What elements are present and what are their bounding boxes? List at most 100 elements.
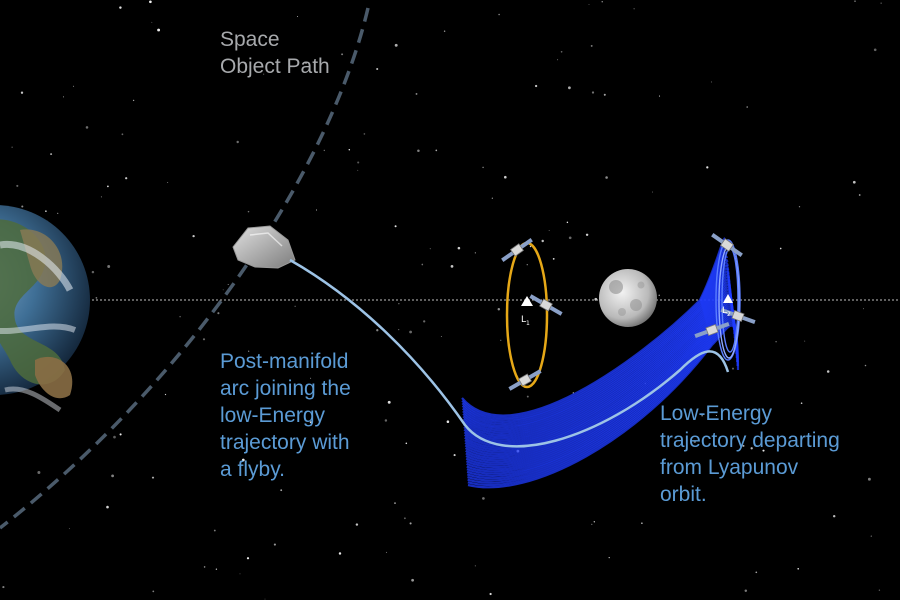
star [797, 567, 800, 570]
star [394, 502, 396, 504]
star [363, 133, 366, 135]
star [474, 252, 476, 254]
star [585, 233, 589, 237]
star [213, 529, 216, 532]
star [21, 205, 24, 208]
star [755, 571, 758, 574]
star [20, 91, 24, 94]
post-manifold-arc [289, 258, 730, 448]
star [870, 535, 872, 537]
satellite-icon [694, 321, 730, 339]
star [68, 528, 70, 530]
star [192, 234, 195, 238]
star [348, 149, 351, 151]
manifold-trajectory-line [463, 276, 731, 442]
manifold-trajectory-line [462, 255, 729, 428]
satellite-icon [711, 233, 743, 257]
star [880, 2, 882, 4]
star [762, 449, 765, 452]
star [294, 305, 296, 307]
star [404, 517, 406, 520]
star [557, 59, 559, 61]
star [248, 350, 250, 352]
label-line: Space [220, 28, 280, 51]
label-line: Low-Energy [660, 402, 773, 425]
star [37, 471, 41, 474]
star [121, 133, 124, 136]
star [800, 402, 803, 404]
manifold-trajectory-line [465, 303, 736, 466]
star [651, 191, 653, 193]
star [125, 177, 128, 180]
star [633, 8, 635, 10]
star [863, 308, 864, 310]
star [798, 206, 801, 208]
star [355, 523, 359, 526]
space-object-path-label: Space Object Path [220, 26, 330, 80]
label-line: from Lyapunov [660, 456, 799, 479]
star [591, 523, 593, 526]
star [482, 166, 484, 169]
star [568, 236, 572, 240]
star [57, 212, 59, 215]
star [357, 169, 359, 171]
label-line: a flyby. [220, 458, 285, 481]
manifold-trajectory-line [467, 318, 738, 482]
star [323, 149, 325, 152]
star [273, 543, 276, 546]
star [593, 521, 595, 523]
star [304, 61, 308, 65]
star [72, 85, 75, 87]
satellite-icon [508, 369, 542, 391]
star [706, 166, 709, 169]
star [394, 43, 398, 47]
star [107, 185, 109, 188]
star [854, 0, 856, 2]
star [91, 270, 95, 274]
star [316, 209, 317, 211]
star [746, 106, 748, 108]
star [398, 329, 400, 331]
star [236, 140, 239, 144]
star [732, 367, 734, 370]
space-object-path [0, 7, 370, 530]
star [429, 248, 431, 250]
star [435, 149, 438, 152]
star [541, 239, 544, 243]
manifold-trajectory-line [461, 251, 728, 425]
star [446, 420, 450, 423]
manifold-trajectory-line [466, 307, 736, 471]
low-energy-trajectory-label: Low-Energy trajectory departing from Lya… [660, 400, 840, 508]
asteroid-icon [232, 225, 296, 269]
star [387, 400, 391, 404]
moon-icon [599, 269, 657, 327]
manifold-trajectory-line [463, 281, 732, 447]
star [529, 245, 532, 248]
star [591, 91, 595, 94]
star [417, 149, 420, 153]
star [450, 265, 454, 268]
star [149, 0, 152, 4]
l1-letter: L [521, 315, 527, 325]
star [203, 566, 206, 568]
star [280, 489, 283, 492]
star [405, 442, 408, 445]
manifold-trajectory-line [466, 316, 738, 480]
star [878, 589, 881, 591]
star [504, 175, 507, 179]
star [376, 67, 379, 71]
star [566, 221, 569, 224]
label-line: arc joining the [220, 377, 351, 400]
star [804, 340, 806, 342]
star [826, 370, 830, 373]
star [658, 95, 661, 97]
star [106, 505, 109, 509]
manifold-trajectory-line [464, 286, 733, 451]
label-line: trajectory with [220, 431, 350, 454]
star [264, 598, 266, 600]
star [779, 247, 782, 250]
star [247, 210, 250, 213]
star [715, 414, 717, 417]
label-line: trajectory departing [660, 429, 840, 452]
